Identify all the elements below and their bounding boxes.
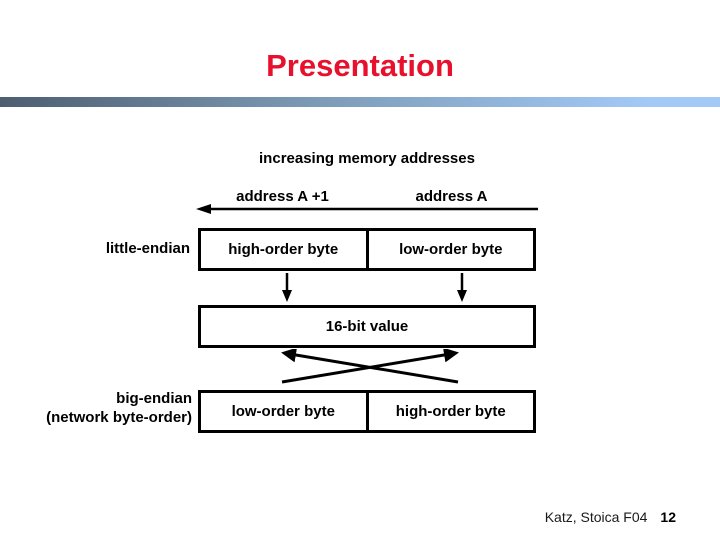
high-order-byte-cell: high-order byte [228, 241, 339, 258]
little-endian-label: little-endian [105, 240, 190, 257]
big-endian-label-line1: big-endian [116, 390, 192, 407]
title-underline-bar [0, 97, 720, 107]
value-box-label: 16-bit value [325, 318, 409, 335]
footer-credit: Katz, Stoica F04 [544, 509, 648, 525]
value-box: 16-bit value [198, 305, 536, 348]
swap-arrows-icon [281, 349, 459, 384]
low-order-byte-cell: low-order byte [365, 231, 534, 268]
big-endian-box: low-order byte high-order byte [198, 390, 536, 433]
big-endian-label-line2: (network byte-order) [46, 409, 192, 426]
address-labels-row: address A +1 address A [198, 188, 536, 205]
slide-footer: Katz, Stoica F04 12 [545, 509, 676, 525]
address-a-plus-1-label: address A +1 [236, 188, 329, 205]
high-order-byte-cell: high-order byte [365, 393, 534, 430]
left-arrow-icon [196, 204, 538, 214]
slide-title: Presentation [266, 48, 454, 83]
big-endian-label: big-endian (network byte-order) [0, 389, 192, 427]
down-arrow-icon [457, 273, 467, 302]
page-number: 12 [660, 509, 676, 525]
memory-direction-caption: increasing memory addresses [259, 150, 475, 167]
address-a-label: address A [415, 188, 488, 205]
down-arrow-icon [282, 273, 292, 302]
little-endian-box: high-order byte low-order byte [198, 228, 536, 271]
low-order-byte-cell: low-order byte [231, 403, 335, 420]
